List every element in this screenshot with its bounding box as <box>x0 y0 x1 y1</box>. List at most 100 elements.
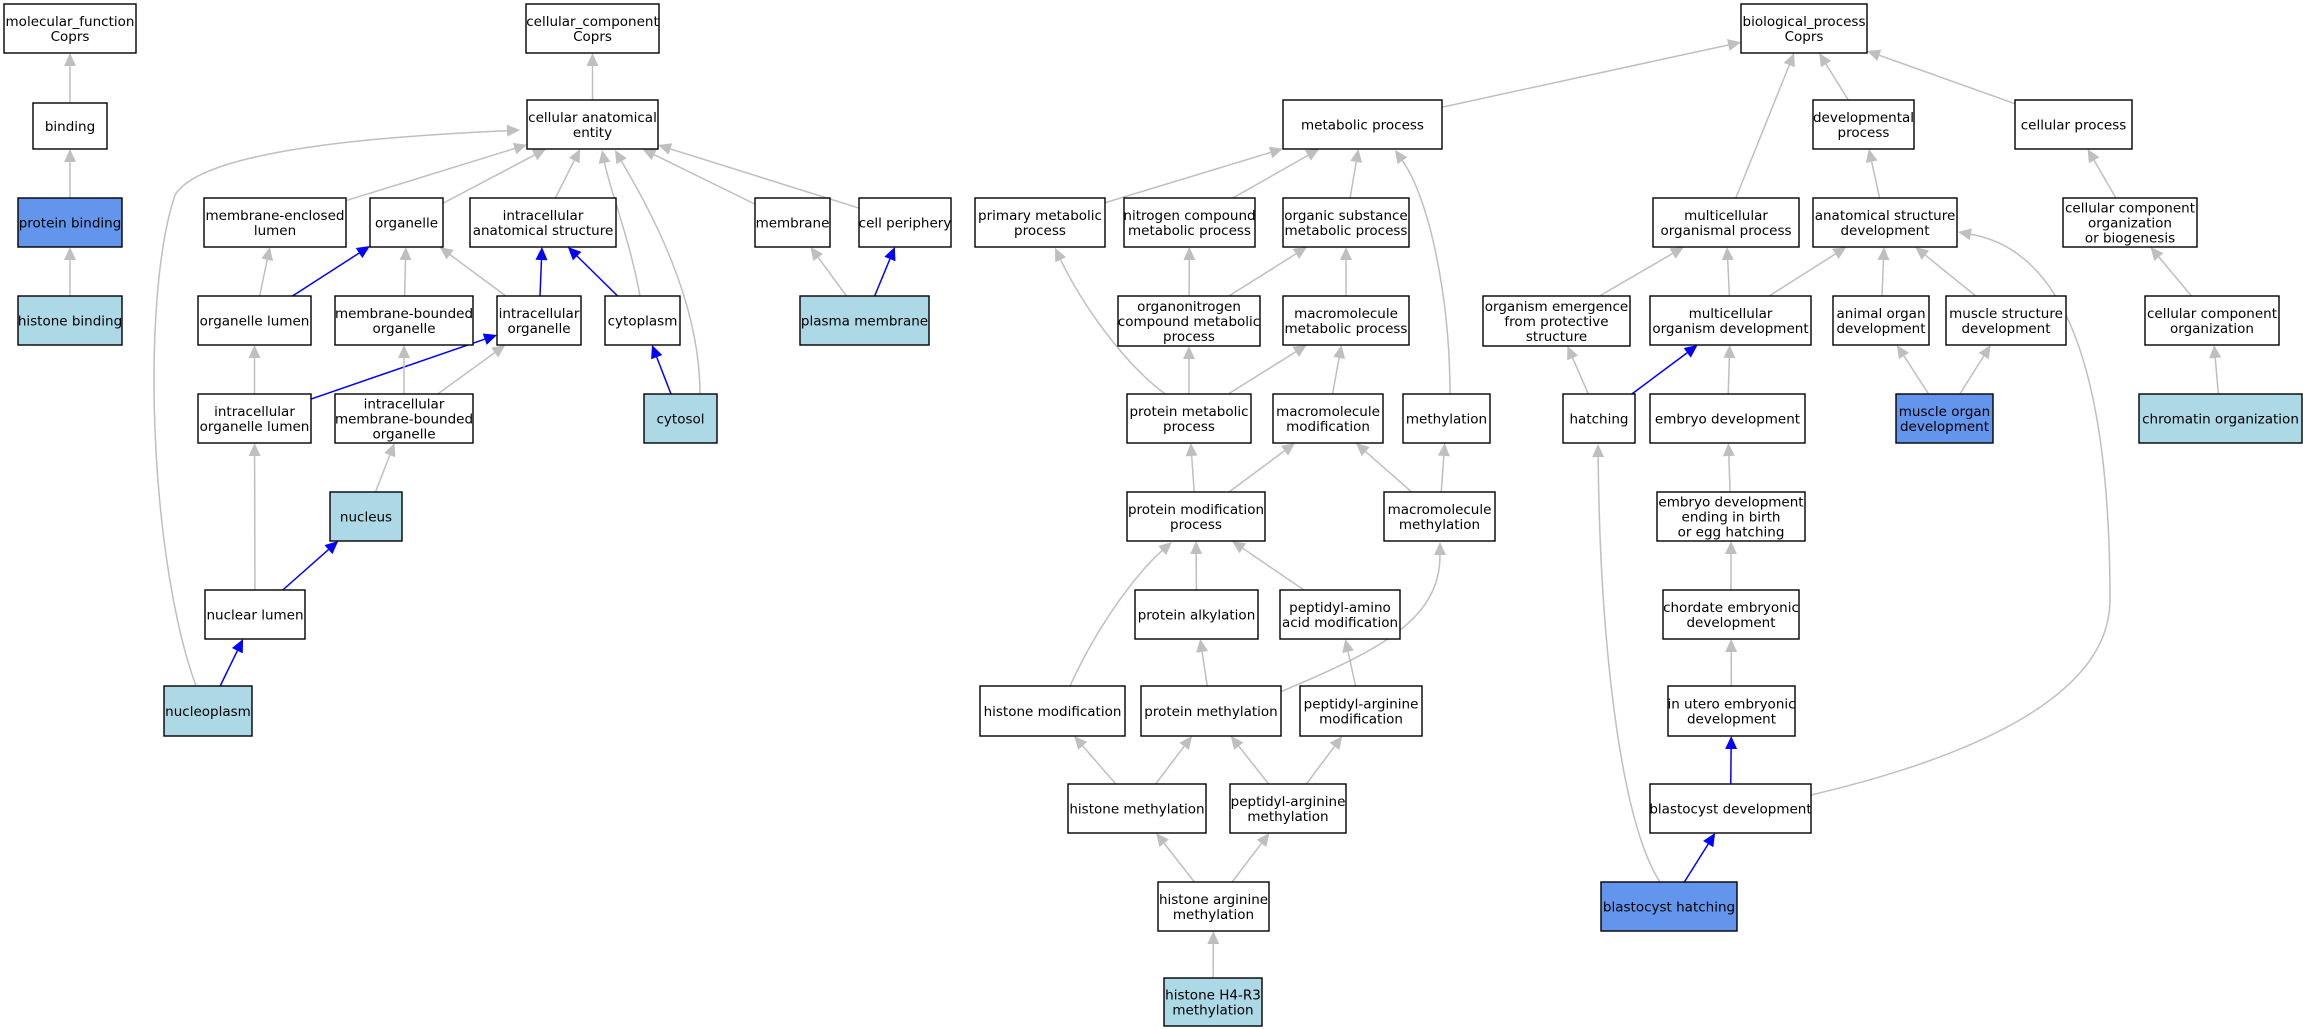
term-node-plasma_membrane[interactable]: plasma membrane <box>799 295 930 346</box>
edge-mmod-to-mmp <box>1331 345 1346 395</box>
edge-metabolic-to-bp_root <box>1441 39 1741 108</box>
term-box <box>17 295 123 346</box>
term-box <box>1272 393 1384 444</box>
term-node-metabolic[interactable]: metabolic process <box>1282 99 1443 150</box>
term-label-line: membrane-bounded <box>335 306 473 322</box>
term-label-line: membrane-enclosed <box>206 208 345 224</box>
term-node-cytosol[interactable]: cytosol <box>643 393 718 444</box>
term-node-blasthatch[interactable]: blastocyst hatching <box>1600 881 1738 932</box>
term-label-line: modification <box>1286 419 1370 435</box>
term-label-line: development <box>1687 712 1776 728</box>
edge-imbo-to-io <box>437 345 506 395</box>
term-node-histone_binding[interactable]: histone binding <box>17 295 123 346</box>
edge-cytoplasm-to-ias <box>567 247 619 297</box>
term-node-hmod[interactable]: histone modification <box>979 685 1126 737</box>
edge-devproc-to-bp_root-line <box>1825 63 1849 101</box>
edge-chromatin-to-cco-line <box>2214 357 2220 395</box>
term-node-membrane[interactable]: membrane <box>754 197 831 248</box>
term-node-nucleoplasm[interactable]: nucleoplasm <box>163 685 253 737</box>
term-node-embdev[interactable]: embryo development <box>1649 393 1806 444</box>
term-label-line: histone modification <box>984 704 1122 720</box>
term-node-cytoplasm[interactable]: cytoplasm <box>604 295 681 346</box>
term-node-cellproc[interactable]: cellular process <box>2014 99 2133 150</box>
edge-methylation-to-metabolic-line <box>1401 160 1451 395</box>
term-node-nucleus[interactable]: nucleus <box>329 491 403 542</box>
term-label-line: developmental <box>1813 110 1914 126</box>
term-label-line: nitrogen compound <box>1123 208 1255 224</box>
term-label-line: cytosol <box>656 412 704 428</box>
term-node-binding[interactable]: binding <box>32 102 108 150</box>
edge-iol-to-io <box>310 333 497 400</box>
term-label-line: macromolecule <box>1276 404 1380 420</box>
term-node-cell_periphery[interactable]: cell periphery <box>858 197 952 248</box>
term-node-chromatin[interactable]: chromatin organization <box>2138 393 2303 444</box>
term-node-methylation[interactable]: methylation <box>1402 393 1491 444</box>
term-node-palk[interactable]: protein alkylation <box>1134 589 1259 640</box>
term-node-pmeth[interactable]: protein methylation <box>1140 685 1282 737</box>
edge-cco-to-ccob-arrowhead <box>2150 247 2164 261</box>
term-node-nuclear_lumen[interactable]: nuclear lumen <box>204 589 306 640</box>
term-node-protein_binding[interactable]: protein binding <box>17 197 123 248</box>
term-node-organelle_lumen[interactable]: organelle lumen <box>197 295 312 346</box>
edge-oncmp-to-osmp <box>1228 247 1307 297</box>
edge-hmeth-to-hmod <box>1074 736 1117 785</box>
edge-muscle_organ-to-aod-arrowhead <box>1896 345 1909 360</box>
term-node-hmeth[interactable]: histone methylation <box>1067 783 1207 834</box>
term-node-blastdev[interactable]: blastocyst development <box>1649 783 1812 834</box>
edge-protmp-to-mmp <box>1227 345 1307 395</box>
term-label-line: organism development <box>1652 321 1808 337</box>
term-label-line: peptidyl-arginine <box>1231 794 1346 810</box>
edge-h4r3-to-harmeth-arrowhead <box>1207 931 1220 945</box>
term-label-line: histone binding <box>18 314 122 330</box>
edge-cytosol-to-cytoplasm <box>651 345 672 395</box>
term-node-hatching[interactable]: hatching <box>1562 393 1636 444</box>
term-box <box>1649 393 1806 444</box>
term-box <box>1157 881 1270 932</box>
edge-pmp-to-metabolic-arrowhead <box>1268 146 1283 159</box>
edge-embdev-to-mod <box>1723 345 1736 395</box>
term-node-organelle[interactable]: organelle <box>369 197 444 248</box>
edge-nucleoplasm-to-nuclear_lumen-line <box>219 650 239 687</box>
term-box <box>525 3 660 54</box>
term-label-line: metabolic process <box>1285 223 1408 239</box>
term-label-line: methylation <box>1399 517 1480 533</box>
term-label-line: from protective <box>1504 314 1608 330</box>
